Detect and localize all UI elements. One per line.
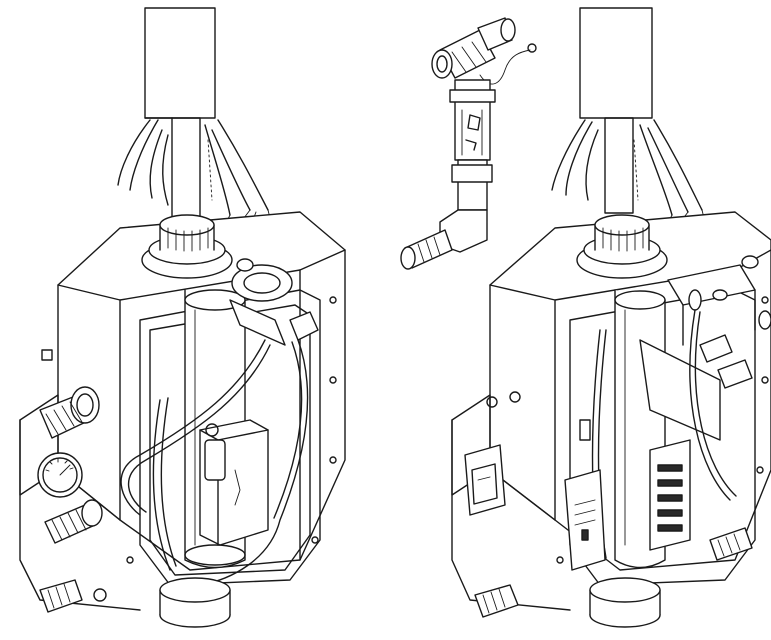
left-tubes bbox=[120, 339, 309, 586]
left-top-knob bbox=[141, 214, 233, 279]
left-bottom-fittings bbox=[39, 577, 231, 628]
right-assembly-view bbox=[451, 7, 771, 628]
left-upper-fittings bbox=[229, 258, 319, 346]
left-knurled-adjuster bbox=[44, 499, 103, 544]
right-loose-wires bbox=[551, 119, 705, 224]
left-corrugated-conduit bbox=[144, 7, 216, 219]
right-circuit-module bbox=[564, 469, 606, 571]
left-solenoid-valve bbox=[199, 419, 269, 546]
right-valve-bracket bbox=[667, 255, 771, 389]
left-loose-wires bbox=[117, 119, 271, 224]
right-top-knob bbox=[576, 214, 668, 279]
right-terminal-block bbox=[649, 439, 691, 551]
valve-fitting-detail bbox=[400, 17, 537, 270]
left-assembly-view bbox=[19, 7, 346, 628]
left-regulator-knob bbox=[39, 386, 100, 439]
left-pressure-gauge bbox=[37, 452, 83, 498]
right-corrugated-conduit bbox=[579, 7, 653, 214]
right-bottom-fittings bbox=[474, 527, 753, 628]
right-side-connector bbox=[464, 444, 506, 516]
